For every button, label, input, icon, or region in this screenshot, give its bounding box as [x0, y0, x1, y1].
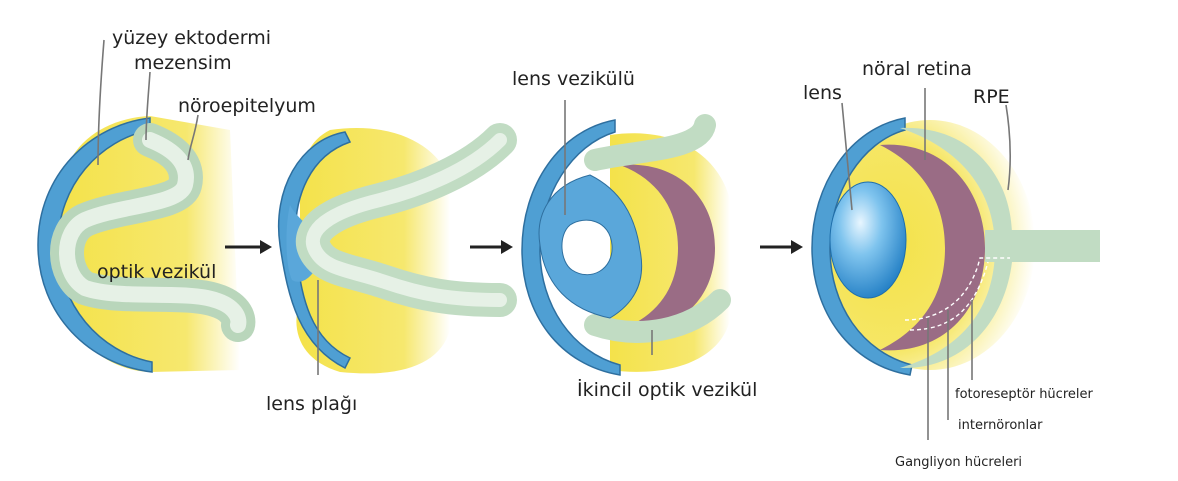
label-ganglion-cells: Gangliyon hücreleri: [895, 455, 1022, 470]
label-photoreceptor-cells: fotoreseptör hücreler: [955, 387, 1093, 402]
stage-4-mature-eye: [812, 118, 1100, 375]
label-neural-retina: nöral retina: [862, 58, 972, 80]
label-neuroepithelium: nöroepitelyum: [178, 95, 316, 117]
label-surface-ectoderm: yüzey ektodermi: [112, 27, 271, 49]
label-lens-vesicle: lens vezikülü: [512, 68, 635, 90]
stage-2-lens-placode: [279, 128, 500, 373]
label-lens: lens: [803, 82, 842, 104]
label-interneurons: internöronlar: [958, 418, 1043, 433]
optic-nerve: [985, 230, 1100, 262]
stage-3-secondary-optic-vesicle: [522, 120, 730, 375]
lens: [830, 182, 906, 298]
arrow-2: [470, 240, 513, 254]
arrow-3: [760, 240, 803, 254]
label-optic-vesicle: optik vezikül: [97, 261, 216, 283]
label-secondary-optic-vesicle: İkincil optik vezikül: [577, 378, 757, 401]
stage-1-optic-vesicle: [38, 116, 240, 372]
label-rpe: RPE: [973, 86, 1010, 108]
label-lens-placode: lens plağı: [266, 393, 357, 415]
label-mesenchyme: mezensim: [134, 52, 232, 74]
